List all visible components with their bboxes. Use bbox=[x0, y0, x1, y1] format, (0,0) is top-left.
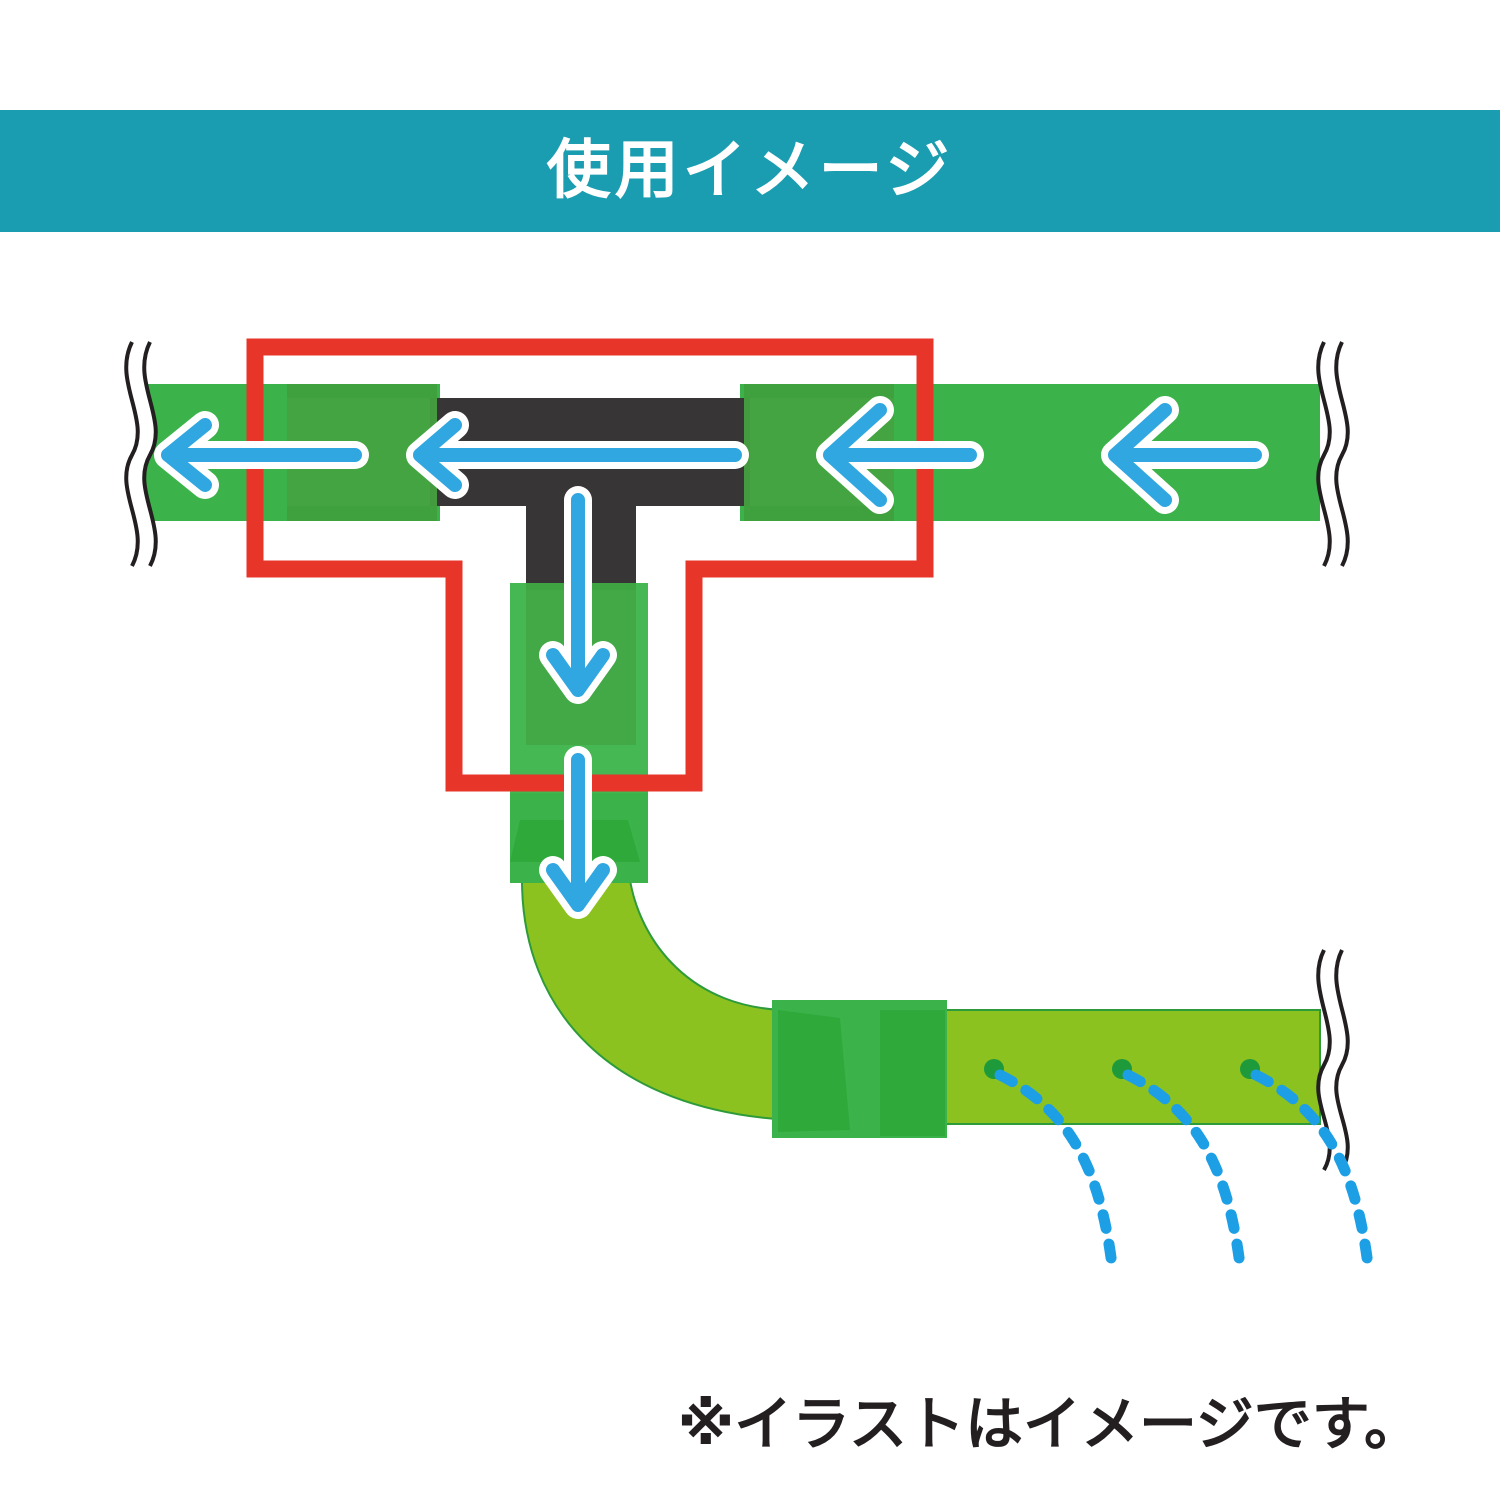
tee-highlight-frame bbox=[246, 338, 934, 792]
break-mark-icon bbox=[1316, 341, 1350, 567]
break-mark-icon bbox=[124, 341, 158, 567]
break-mark-icon bbox=[1317, 943, 1349, 1175]
water-spray-icon bbox=[994, 1069, 1374, 1271]
flow-arrow-icon bbox=[154, 411, 369, 499]
break-mark-icon bbox=[1317, 335, 1349, 571]
flow-arrow-icon bbox=[816, 396, 984, 514]
flow-arrow-icon bbox=[539, 486, 617, 704]
flow-arrow-icon bbox=[1101, 396, 1269, 514]
break-mark-icon bbox=[124, 335, 156, 571]
sub-hose-bend bbox=[520, 879, 791, 1122]
flow-arrow-icon bbox=[539, 746, 617, 919]
flow-arrow-icon bbox=[406, 411, 749, 499]
illustration-note: ※イラストはイメージです。 bbox=[677, 1390, 1422, 1458]
header-band: 使用イメージ bbox=[0, 110, 1500, 232]
inline-coupler-barb bbox=[778, 1010, 850, 1132]
page-title: 使用イメージ bbox=[546, 134, 954, 208]
inline-coupler-body bbox=[880, 1010, 945, 1136]
